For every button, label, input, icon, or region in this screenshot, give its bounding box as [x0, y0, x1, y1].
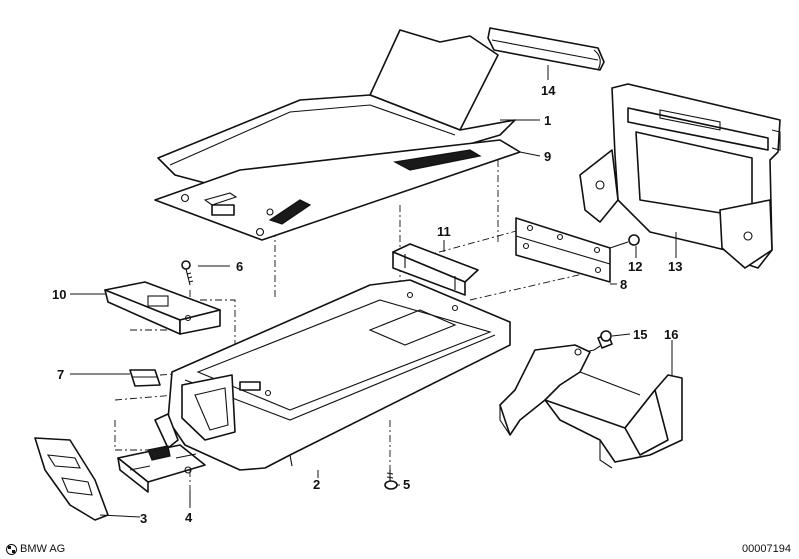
part-2-armrest-body — [167, 279, 511, 471]
callout-11: 11 — [437, 224, 451, 239]
part-12-screw — [609, 234, 640, 249]
callout-7: 7 — [57, 367, 64, 382]
part-16-mounting-bracket — [499, 344, 683, 469]
callout-14: 14 — [541, 83, 556, 98]
callout-10: 10 — [52, 287, 66, 302]
callout-6: 6 — [236, 259, 243, 274]
callout-5: 5 — [403, 477, 410, 492]
part-15-bolt — [583, 330, 613, 353]
callout-13: 13 — [668, 259, 682, 274]
part-11-bracket — [392, 243, 479, 296]
part-4-latch — [117, 413, 206, 493]
callout-numbers: 1 2 3 4 5 6 7 8 9 10 11 12 13 14 15 16 — [52, 83, 682, 526]
part-10-tray-bracket — [104, 281, 221, 335]
callout-15: 15 — [633, 327, 647, 342]
part-8-hinge-plate — [515, 217, 611, 283]
callout-16: 16 — [664, 327, 678, 342]
brand-footer: BMW AG — [6, 543, 65, 555]
callout-3: 3 — [140, 511, 147, 526]
part-9-lid-base-plate — [154, 139, 521, 241]
callout-4: 4 — [185, 510, 193, 525]
bmw-roundel-icon — [6, 543, 17, 555]
document-number: 00007194 — [742, 543, 791, 555]
callout-leaders — [70, 65, 677, 518]
callout-9: 9 — [544, 149, 551, 164]
part-7-clip — [129, 369, 161, 387]
callout-1: 1 — [544, 113, 551, 128]
callout-2: 2 — [313, 477, 320, 492]
callout-8: 8 — [620, 277, 627, 292]
part-6-screw — [181, 260, 194, 286]
part-3-front-bezel — [34, 437, 109, 521]
part-14-hinge-strip — [487, 27, 605, 71]
part-13-support-frame — [579, 83, 781, 269]
part-5-screw — [384, 470, 398, 490]
brand-label: BMW AG — [20, 543, 66, 555]
document-number-label: 00007194 — [742, 543, 791, 555]
callout-12: 12 — [628, 259, 642, 274]
